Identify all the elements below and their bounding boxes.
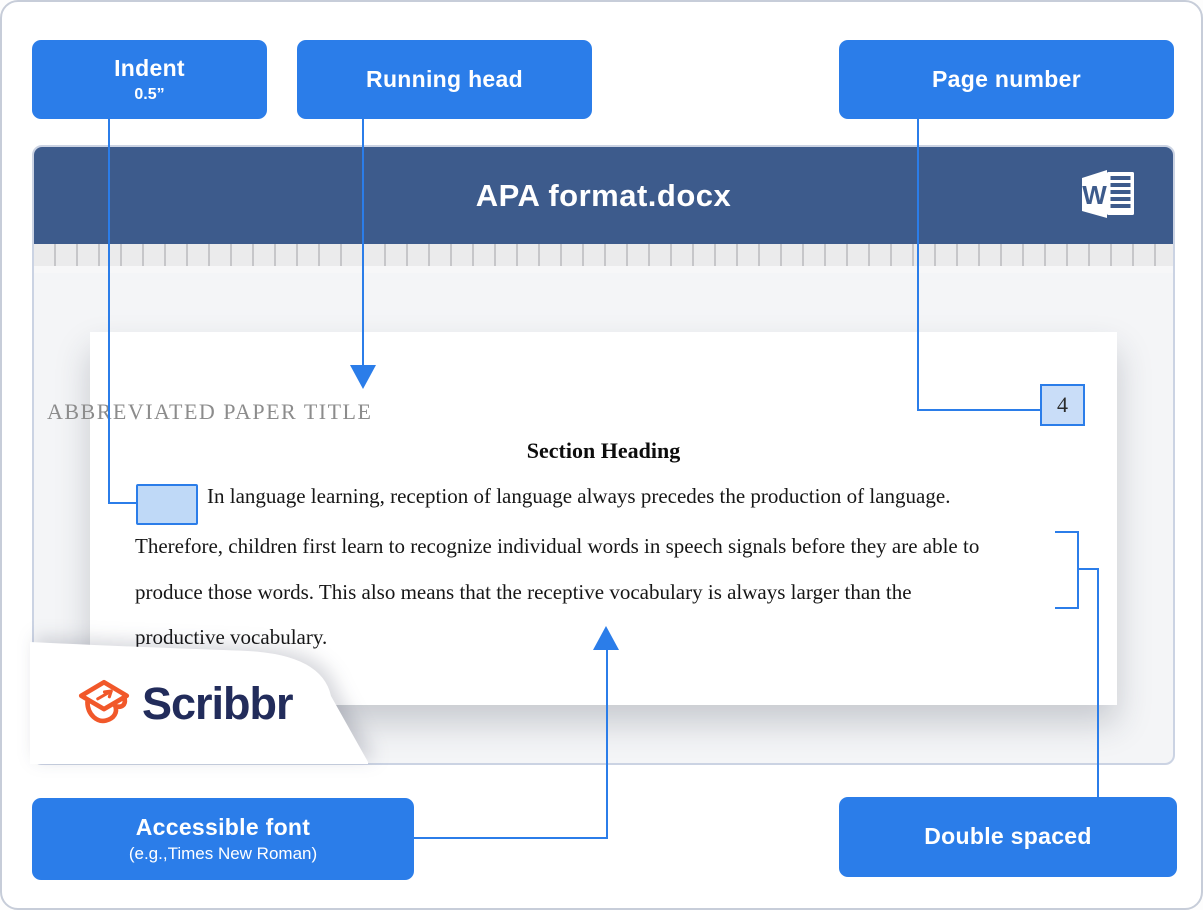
indent-callout-title: Indent bbox=[114, 55, 185, 82]
running-head-callout-title: Running head bbox=[366, 65, 523, 92]
page-number-value: 4 bbox=[1057, 392, 1068, 417]
indent-callout: Indent 0.5” bbox=[32, 40, 267, 119]
page-number-connector-horizontal bbox=[917, 409, 1040, 411]
accessible-font-connector-horizontal bbox=[414, 837, 608, 839]
svg-text:W: W bbox=[1082, 180, 1107, 210]
running-head-connector bbox=[362, 119, 364, 367]
paragraph-line: produce those words. This also means tha… bbox=[135, 580, 912, 604]
indent-highlight-box bbox=[136, 484, 198, 525]
word-icon: W bbox=[1082, 170, 1134, 218]
scribbr-graduation-cap-icon bbox=[78, 679, 130, 724]
page-number-box: 4 bbox=[1040, 384, 1085, 426]
scribbr-logo: Scribbr bbox=[75, 674, 294, 734]
page-number-connector-vertical bbox=[917, 119, 919, 411]
accessible-font-callout: Accessible font (e.g.,Times New Roman) bbox=[32, 798, 414, 880]
accessible-font-connector-vertical bbox=[606, 650, 608, 839]
double-spaced-bracket bbox=[1055, 531, 1079, 609]
section-heading: Section Heading bbox=[526, 438, 681, 463]
paragraph-line: Therefore, children first learn to recog… bbox=[135, 534, 980, 558]
accessible-font-callout-subtitle: (e.g.,Times New Roman) bbox=[128, 843, 318, 863]
page-number-callout: Page number bbox=[839, 40, 1174, 119]
scribbr-wordmark: Scribbr bbox=[142, 678, 294, 729]
document-filename: APA format.docx bbox=[475, 177, 732, 213]
ruler bbox=[34, 244, 1173, 273]
accessible-font-callout-title: Accessible font bbox=[135, 814, 311, 840]
indent-connector-horizontal bbox=[108, 502, 138, 504]
page-number-callout-title: Page number bbox=[931, 65, 1081, 92]
indent-connector-vertical bbox=[108, 119, 110, 504]
indent-callout-subtitle: 0.5” bbox=[134, 85, 165, 103]
double-spaced-connector-vertical bbox=[1097, 568, 1099, 797]
running-head-arrowhead-icon bbox=[350, 365, 376, 389]
double-spaced-callout-title: Double spaced bbox=[924, 823, 1092, 850]
paragraph-line: In language learning, reception of langu… bbox=[207, 484, 951, 508]
accessible-font-arrowhead-icon bbox=[593, 626, 619, 650]
double-spaced-connector-horizontal bbox=[1079, 568, 1099, 570]
running-head-callout: Running head bbox=[297, 40, 592, 119]
paragraph-line: productive vocabulary. bbox=[135, 625, 328, 649]
running-head-text: ABBREVIATED PAPER TITLE bbox=[47, 399, 373, 424]
word-titlebar: APA format.docx W bbox=[34, 147, 1173, 244]
double-spaced-callout: Double spaced bbox=[839, 797, 1177, 877]
